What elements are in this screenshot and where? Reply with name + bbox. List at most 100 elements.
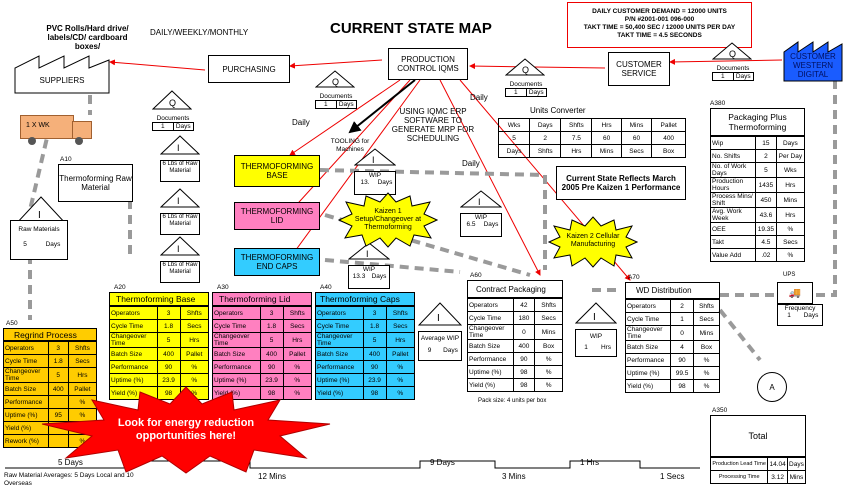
a380-id: A380 bbox=[710, 100, 726, 107]
timeline-top-2: 9 Days bbox=[430, 458, 455, 467]
metric-value: 90 bbox=[670, 353, 694, 367]
uc-cell: 2 bbox=[529, 131, 562, 145]
metric-value: 5 bbox=[362, 332, 387, 348]
metric-label: Batch Size bbox=[315, 347, 364, 361]
kaizen-1-burst bbox=[338, 192, 438, 248]
metric-unit: Mins bbox=[534, 324, 563, 340]
metric-label: Operators bbox=[624, 299, 672, 313]
metric-value: 98 bbox=[512, 378, 536, 392]
metric-value: 450 bbox=[755, 192, 777, 208]
thermoforming-caps-box: THERMOFORMING END CAPS bbox=[234, 248, 320, 276]
metric-value: 4.5 bbox=[755, 235, 777, 249]
metric-label: Performance bbox=[212, 360, 261, 374]
wip-value: 6.5 bbox=[466, 221, 476, 228]
wheel-icon bbox=[28, 137, 36, 145]
doc-value: 1 bbox=[153, 123, 174, 130]
uc-cell: 400 bbox=[651, 131, 686, 145]
documents-label: Documents bbox=[509, 81, 543, 88]
a30-title: Thermoforming Lid bbox=[212, 292, 312, 306]
factory-icon bbox=[14, 55, 110, 94]
metric-value: 43.6 bbox=[755, 207, 777, 223]
metric-value: 1435 bbox=[755, 177, 777, 193]
demand-line: DAILY CUSTOMER DEMAND = 12000 UNITS bbox=[592, 8, 727, 15]
metric-value: 0 bbox=[512, 324, 536, 340]
svg-text:I: I bbox=[478, 197, 481, 207]
uc-cell: Days bbox=[497, 144, 531, 158]
metric-value: 400 bbox=[156, 347, 181, 361]
metric-unit: % bbox=[534, 352, 563, 366]
metric-label: Uptime (%) bbox=[212, 373, 261, 387]
metric-value: 2 bbox=[755, 149, 777, 163]
metric-value: 90 bbox=[156, 360, 181, 374]
metric-value: 3 bbox=[47, 341, 69, 355]
customer-demand-box: DAILY CUSTOMER DEMAND = 12000 UNITS P/N … bbox=[567, 2, 752, 48]
kaizen-2-label: Kaizen 2 Cellular Manufacturing bbox=[566, 233, 620, 248]
metric-label: Uptime (%) bbox=[109, 373, 158, 387]
ups-freq-label: Frequency bbox=[784, 305, 816, 312]
metric-unit: Box bbox=[534, 339, 563, 353]
truck-frequency: 1 X WK bbox=[26, 122, 50, 129]
metric-value: 1.8 bbox=[156, 319, 181, 333]
energy-starburst bbox=[41, 386, 331, 474]
svg-text:I: I bbox=[437, 313, 440, 324]
metric-unit: Mins bbox=[775, 192, 806, 208]
metric-unit: % bbox=[385, 373, 416, 387]
current-state-note: Current State Reflects March 2005 Pre Ka… bbox=[556, 166, 686, 200]
metric-unit: Per Day bbox=[775, 149, 806, 163]
metric-value: 99.5 bbox=[670, 366, 694, 380]
a70-id: A70 bbox=[628, 274, 640, 281]
avg-wip-unit: Days bbox=[443, 347, 458, 354]
metric-value: 5 bbox=[755, 162, 777, 178]
metric-label: Operators bbox=[109, 306, 158, 320]
metric-unit: % bbox=[692, 353, 721, 367]
doc-unit: Days bbox=[338, 101, 354, 108]
metric-label: Changeover Time bbox=[3, 367, 49, 383]
uc-cell: Mins bbox=[591, 144, 622, 158]
metric-value: 3 bbox=[362, 306, 387, 320]
metric-label: Value Add bbox=[709, 248, 757, 262]
doc-value: 1 bbox=[506, 89, 527, 96]
a50-id: A50 bbox=[6, 320, 18, 327]
metric-label: No. of Work Days bbox=[709, 162, 757, 178]
production-control-box: PRODUCTION CONTROL IQMS bbox=[388, 48, 468, 80]
wip-label: WIP bbox=[362, 266, 376, 273]
metric-unit: Box bbox=[692, 340, 721, 354]
thermoforming-base-box: THERMOFORMING BASE bbox=[234, 155, 320, 187]
metric-value: 400 bbox=[259, 347, 284, 361]
metric-unit: % bbox=[282, 373, 313, 387]
wip-unit: Days bbox=[371, 273, 387, 280]
metric-value: 3 bbox=[156, 306, 181, 320]
documents-label: Documents bbox=[156, 115, 190, 122]
doc-value: 1 bbox=[316, 101, 337, 108]
metric-value: 19.35 bbox=[755, 222, 777, 236]
metric-value: 90 bbox=[259, 360, 284, 374]
wip-unit: Days bbox=[483, 221, 499, 228]
doc-unit: Days bbox=[175, 123, 191, 130]
suppliers-label: SUPPLIERS bbox=[39, 75, 85, 85]
metric-value: 98 bbox=[512, 365, 536, 379]
metric-unit: Wks bbox=[775, 162, 806, 178]
metric-value: 0 bbox=[670, 325, 694, 341]
inv-label: Raw Materials bbox=[18, 226, 60, 233]
daily-label: Daily bbox=[470, 93, 488, 102]
metric-unit: Hrs bbox=[282, 332, 313, 348]
svg-text:I: I bbox=[366, 249, 369, 259]
metric-label: Process Mins/ Shift bbox=[709, 192, 757, 208]
ups-freq-value: 1 bbox=[787, 312, 791, 319]
metric-value: 1.8 bbox=[47, 354, 69, 368]
metric-unit: Shfts bbox=[692, 299, 721, 313]
uc-cell: 60 bbox=[620, 131, 653, 145]
metric-value: 1 bbox=[670, 312, 694, 326]
metric-label: Changeover Time bbox=[467, 324, 514, 340]
